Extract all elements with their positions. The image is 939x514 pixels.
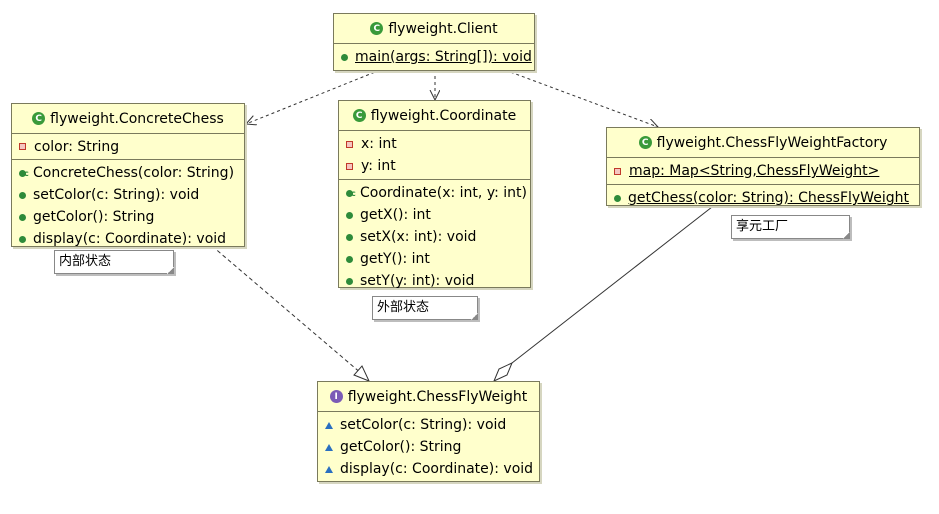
public-method-icon xyxy=(341,53,348,61)
method-row: display(c: Coordinate): void xyxy=(12,228,244,250)
class-header: C flyweight.ChessFlyWeightFactory xyxy=(607,128,919,158)
note-internal-state: 内部状态 xyxy=(54,250,174,274)
method-row: setY(y: int): void xyxy=(339,270,530,292)
note-external-state: 外部状态 xyxy=(372,296,478,320)
method-row: getColor(): String xyxy=(318,436,539,458)
class-title: flyweight.ChessFlyWeightFactory xyxy=(656,134,888,151)
method-row: getColor(): String xyxy=(12,206,244,228)
method-row: ConcreteChess(color: String) xyxy=(12,162,244,185)
class-coordinate[interactable]: C flyweight.Coordinate x: int y: int Coo… xyxy=(338,100,531,289)
private-field-icon xyxy=(19,143,26,150)
public-method-icon xyxy=(346,277,353,285)
method-row: Coordinate(x: int, y: int) xyxy=(339,182,530,205)
class-icon: C xyxy=(32,112,46,125)
aggregation-diamond xyxy=(493,362,513,382)
method-row: main(args: String[]): void xyxy=(334,46,534,68)
fields-section: map: Map<String,ChessFlyWeight> xyxy=(607,158,919,185)
class-title: flyweight.ConcreteChess xyxy=(50,110,224,127)
method-row: getY(): int xyxy=(339,248,530,270)
class-header: C flyweight.Client xyxy=(334,14,534,44)
method-row: getX(): int xyxy=(339,204,530,226)
class-icon: C xyxy=(638,136,652,149)
aggregation-factory-flyweight xyxy=(511,206,713,364)
field-row: x: int xyxy=(339,133,530,155)
abstract-method-icon xyxy=(325,421,333,429)
methods-section: ConcreteChess(color: String) setColor(c:… xyxy=(12,160,244,252)
method-row: getChess(color: String): ChessFlyWeight xyxy=(607,187,919,209)
private-field-icon xyxy=(346,140,353,148)
method-row: setX(x: int): void xyxy=(339,226,530,248)
interface-chessflyweight[interactable]: I flyweight.ChessFlyWeight setColor(c: S… xyxy=(317,381,540,482)
method-row: setColor(c: String): void xyxy=(318,414,539,436)
class-title: flyweight.Client xyxy=(388,20,498,37)
note-factory: 享元工厂 xyxy=(731,215,850,239)
fields-section: x: int y: int xyxy=(339,131,530,180)
methods-section: setColor(c: String): void getColor(): St… xyxy=(318,412,539,482)
realization-concretechess-flyweight xyxy=(211,245,363,375)
method-row: display(c: Coordinate): void xyxy=(318,458,539,480)
public-method-icon xyxy=(19,235,26,243)
method-row: setColor(c: String): void xyxy=(12,184,244,206)
class-client[interactable]: C flyweight.Client main(args: String[]):… xyxy=(333,13,535,71)
class-header: C flyweight.ConcreteChess xyxy=(12,104,244,134)
field-row: color: String xyxy=(12,136,244,157)
abstract-method-icon xyxy=(325,443,333,451)
methods-section: Coordinate(x: int, y: int) getX(): int s… xyxy=(339,180,530,294)
public-method-icon xyxy=(614,194,621,202)
abstract-method-icon xyxy=(325,465,333,473)
methods-section: getChess(color: String): ChessFlyWeight xyxy=(607,185,919,211)
class-header: C flyweight.Coordinate xyxy=(339,101,530,131)
public-method-icon xyxy=(19,213,26,221)
public-method-icon xyxy=(346,211,353,219)
fields-section: color: String xyxy=(12,134,244,160)
private-field-icon xyxy=(346,162,353,170)
interface-header: I flyweight.ChessFlyWeight xyxy=(318,382,539,412)
interface-icon: I xyxy=(329,390,343,403)
methods-section: main(args: String[]): void xyxy=(334,44,534,70)
dependency-client-concretechess xyxy=(246,69,381,124)
class-icon: C xyxy=(370,22,384,35)
public-method-icon xyxy=(346,233,353,241)
class-icon: C xyxy=(352,109,366,122)
constructor-icon xyxy=(19,163,29,185)
field-row: map: Map<String,ChessFlyWeight> xyxy=(607,160,919,182)
public-method-icon xyxy=(19,191,26,199)
private-field-icon xyxy=(614,167,621,175)
class-concretechess[interactable]: C flyweight.ConcreteChess color: String … xyxy=(11,103,245,247)
constructor-icon xyxy=(346,183,356,205)
public-method-icon xyxy=(346,255,353,263)
interface-title: flyweight.ChessFlyWeight xyxy=(347,388,528,405)
realization-arrowhead xyxy=(353,365,370,382)
class-chessflyweightfactory[interactable]: C flyweight.ChessFlyWeightFactory map: M… xyxy=(606,127,920,206)
class-title: flyweight.Coordinate xyxy=(370,107,517,124)
field-row: y: int xyxy=(339,155,530,177)
